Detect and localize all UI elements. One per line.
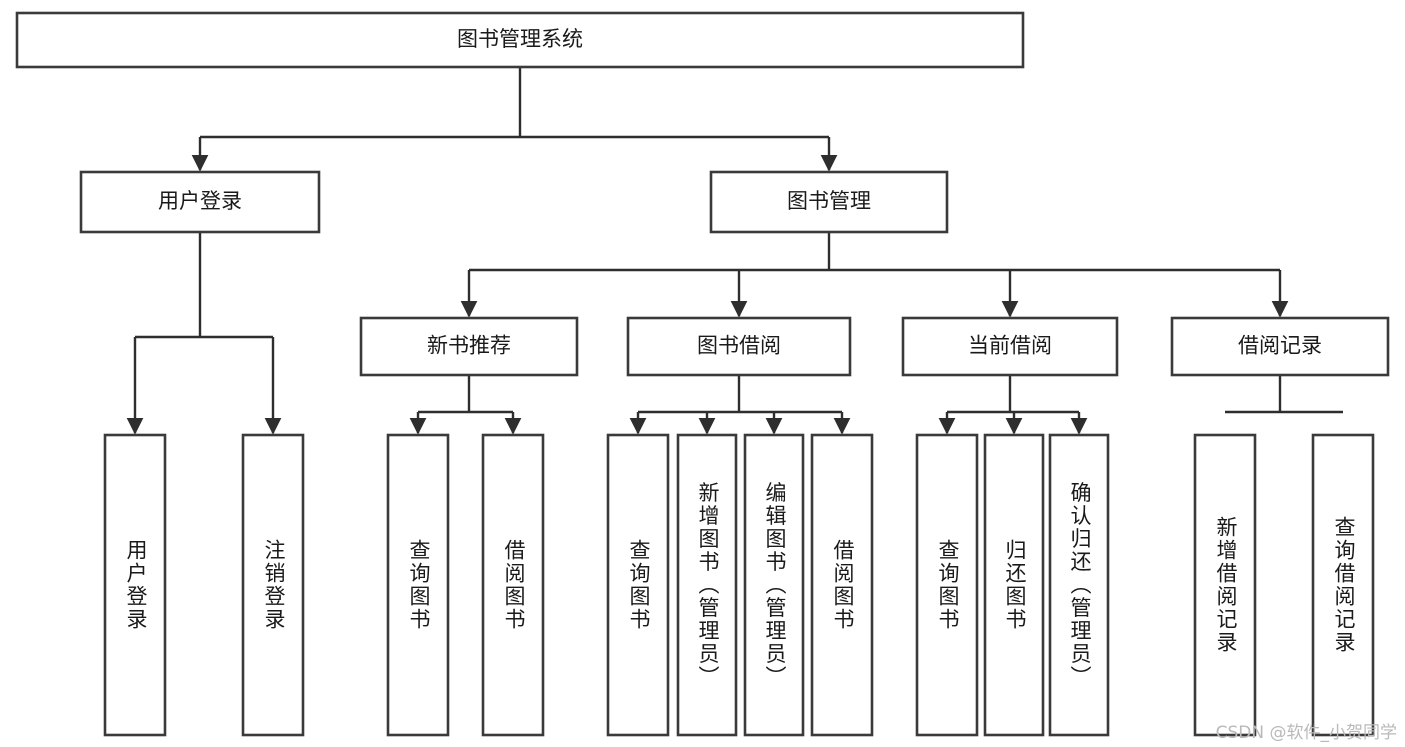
node-user-login[interactable]: 用户登录: [79, 170, 321, 234]
node-label: 查询借阅记录: [1332, 516, 1356, 654]
node-label: 新书推荐: [427, 334, 511, 358]
node-new-book-recommend[interactable]: 新书推荐: [359, 316, 579, 377]
leaf-leaf-query-book-1[interactable]: 查询图书: [386, 433, 450, 737]
box-outline: [606, 433, 670, 737]
node-label: 确认归还（管理员）: [1068, 482, 1092, 689]
leaf-leaf-query-record[interactable]: 查询借阅记录: [1311, 433, 1375, 737]
leaf-leaf-query-book-3[interactable]: 查询图书: [915, 433, 979, 737]
node-label: 查询图书: [627, 539, 651, 631]
leaf-leaf-return-book[interactable]: 归还图书: [983, 433, 1045, 737]
node-label: 查询图书: [936, 539, 960, 631]
leaf-leaf-borrow-book-2[interactable]: 借阅图书: [810, 433, 874, 737]
node-label: 借阅图书: [502, 539, 526, 631]
node-label: 注销登录: [262, 539, 286, 631]
node-label: 新增图书（管理员）: [696, 482, 720, 689]
node-label: 借阅记录: [1238, 334, 1322, 358]
node-label: 用户登录: [158, 189, 242, 213]
node-book-borrow[interactable]: 图书借阅: [626, 316, 852, 377]
box-outline: [983, 433, 1045, 737]
node-root[interactable]: 图书管理系统: [15, 11, 1025, 69]
leaf-leaf-add-book[interactable]: 新增图书（管理员）: [676, 433, 738, 737]
box-outline: [709, 170, 949, 234]
node-label: 新增借阅记录: [1214, 516, 1238, 654]
box-outline: [626, 316, 852, 377]
node-layer: 图书管理系统用户登录图书管理新书推荐图书借阅当前借阅借阅记录用户登录注销登录查询…: [15, 11, 1390, 737]
box-outline: [103, 433, 167, 737]
node-label: 当前借阅: [968, 334, 1052, 358]
box-outline: [481, 433, 545, 737]
leaf-leaf-confirm-return[interactable]: 确认归还（管理员）: [1048, 433, 1110, 737]
leaf-leaf-query-book-2[interactable]: 查询图书: [606, 433, 670, 737]
leaf-leaf-user-login[interactable]: 用户登录: [103, 433, 167, 737]
box-outline: [1170, 316, 1390, 377]
box-outline: [359, 316, 579, 377]
watermark-label: CSDN @软件_小贺同学: [1215, 723, 1397, 743]
node-label: 图书借阅: [697, 334, 781, 358]
node-label: 用户登录: [124, 539, 148, 631]
box-outline: [901, 316, 1119, 377]
leaf-leaf-borrow-book-1[interactable]: 借阅图书: [481, 433, 545, 737]
node-current-borrow[interactable]: 当前借阅: [901, 316, 1119, 377]
box-outline: [1311, 433, 1375, 737]
node-label: 编辑图书（管理员）: [763, 482, 787, 689]
leaf-leaf-logout[interactable]: 注销登录: [241, 433, 305, 737]
node-label: 图书管理: [787, 189, 871, 213]
box-outline: [676, 433, 738, 737]
box-outline: [743, 433, 805, 737]
box-outline: [15, 11, 1025, 69]
box-outline: [241, 433, 305, 737]
box-outline: [386, 433, 450, 737]
box-outline: [79, 170, 321, 234]
box-outline: [915, 433, 979, 737]
leaf-leaf-add-record[interactable]: 新增借阅记录: [1193, 433, 1257, 737]
box-outline: [1048, 433, 1110, 737]
edge-layer: [126, 67, 1343, 435]
box-outline: [810, 433, 874, 737]
node-label: 图书管理系统: [457, 27, 583, 51]
node-label: 借阅图书: [831, 539, 855, 631]
node-borrow-record[interactable]: 借阅记录: [1170, 316, 1390, 377]
box-outline: [1193, 433, 1257, 737]
node-label: 查询图书: [407, 539, 431, 631]
node-book-manage[interactable]: 图书管理: [709, 170, 949, 234]
leaf-leaf-edit-book[interactable]: 编辑图书（管理员）: [743, 433, 805, 737]
node-label: 归还图书: [1003, 539, 1027, 631]
